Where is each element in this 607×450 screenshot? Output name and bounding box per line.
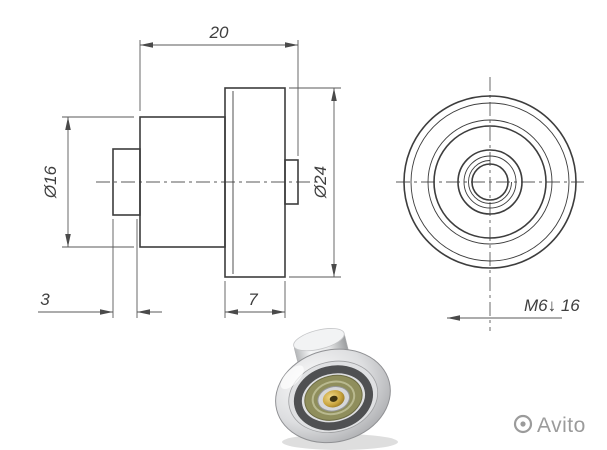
watermark-logo-dot	[520, 421, 526, 427]
hole-circle	[471, 163, 509, 201]
photo-highlight	[280, 365, 304, 390]
dim-flange-7: 7	[224, 281, 286, 318]
dim-flange-width-label: 7	[248, 290, 258, 309]
arrowhead	[65, 234, 71, 247]
arrowhead	[137, 309, 150, 315]
hub-protrusion-outline	[284, 159, 299, 205]
side-view	[96, 87, 320, 278]
photo-shield-groove	[311, 380, 356, 416]
arrowhead	[65, 117, 71, 130]
watermark-logo-icon	[513, 414, 533, 434]
dim-step-3: 3	[38, 219, 162, 318]
arrowhead	[447, 315, 460, 321]
photo-center-hole	[329, 395, 338, 402]
body-circle-outer	[427, 119, 553, 245]
dim-dia-16: Ø16	[41, 116, 134, 248]
flange-outer-circle	[403, 95, 577, 269]
photo-knob-top	[293, 328, 345, 352]
arrowhead	[100, 309, 113, 315]
front-view	[396, 77, 584, 331]
body-circle	[433, 125, 547, 239]
dim-length-label: 20	[209, 23, 229, 42]
dim-dia-24: Ø24	[289, 87, 341, 278]
arrowhead	[225, 309, 238, 315]
dim-length-20: 20	[139, 23, 299, 156]
bearing-seat-circle	[457, 149, 523, 215]
arrowhead	[331, 88, 337, 101]
dim-dia-flange-label: Ø24	[311, 166, 330, 199]
arrowhead	[285, 42, 298, 48]
watermark: Avito	[513, 414, 586, 437]
watermark-label: Avito	[537, 414, 586, 437]
dim-dia-body-label: Ø16	[41, 165, 60, 199]
dim-step-label: 3	[40, 290, 50, 309]
thread-callout: M6↓ 16	[447, 296, 580, 321]
arrowhead	[140, 42, 153, 48]
arrowhead	[272, 309, 285, 315]
part-photo	[275, 328, 398, 450]
arrowhead	[331, 264, 337, 277]
photo-bearing-ring	[293, 365, 374, 431]
flange-chamfer-circle	[410, 102, 570, 262]
thread-arc	[468, 160, 512, 204]
counterbore-circle	[463, 155, 517, 209]
thread-callout-label: M6↓ 16	[524, 296, 580, 315]
